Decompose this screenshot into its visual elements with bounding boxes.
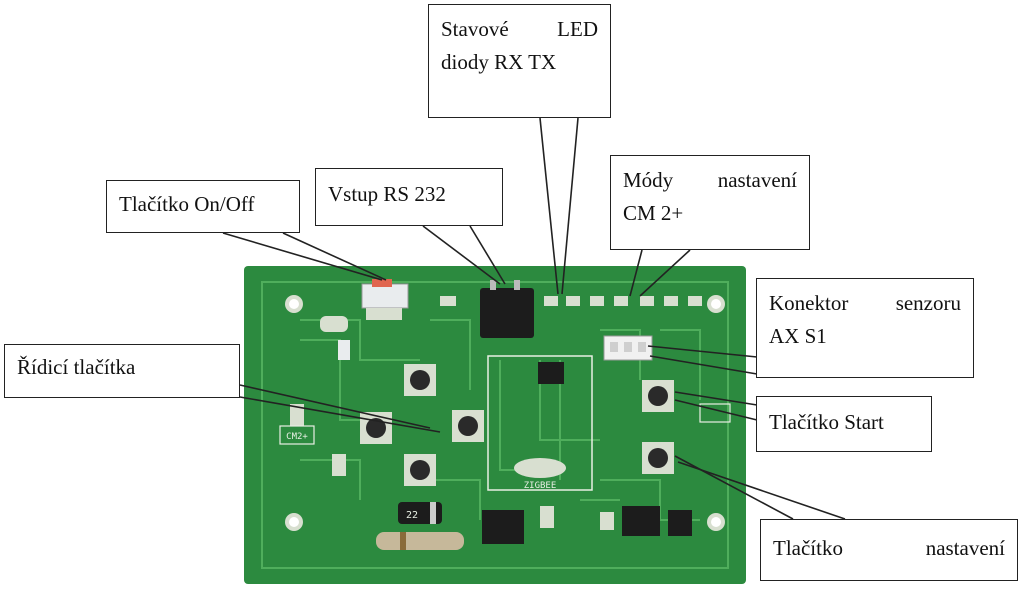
onoff-switch xyxy=(361,279,409,320)
label-setting-word2: nastavení xyxy=(925,536,1005,560)
leader-lines xyxy=(222,117,846,520)
zigbee-module: ZIGBEE xyxy=(487,355,593,491)
mounting-holes xyxy=(285,295,725,531)
label-leds-word1: Stavové xyxy=(441,17,509,41)
label-modes-word2: nastavení xyxy=(717,168,797,192)
silk-diode: 22 xyxy=(406,510,418,521)
callout-control-buttons: Řídicí tlačítka xyxy=(4,344,240,398)
label-leds-line2: diody RX TX xyxy=(441,49,557,74)
silk-zigbee: ZIGBEE xyxy=(524,481,557,491)
setting-button-part xyxy=(642,442,674,474)
led-pads-row xyxy=(440,296,702,306)
callout-setting: Tlačítko nastavení xyxy=(760,519,1018,581)
silk-cm2: CM2+ xyxy=(286,432,308,442)
callout-modes: Módy nastavení CM 2+ xyxy=(610,155,810,250)
label-control: Řídicí tlačítka xyxy=(17,355,136,379)
start-button-part xyxy=(642,380,674,412)
label-start: Tlačítko Start xyxy=(769,410,884,434)
label-sensor-word1: Konektor xyxy=(769,291,849,315)
callout-rs232: Vstup RS 232 xyxy=(315,168,503,226)
label-modes-word1: Módy xyxy=(623,168,674,192)
label-rs232: Vstup RS 232 xyxy=(328,182,446,206)
label-modes-line2: CM 2+ xyxy=(623,200,684,225)
control-buttons xyxy=(360,364,484,486)
label-sensor-word2: senzoru xyxy=(895,291,961,315)
label-setting-word1: Tlačítko xyxy=(773,536,843,560)
callout-onoff: Tlačítko On/Off xyxy=(106,180,300,233)
diode: 22 xyxy=(376,502,464,550)
callout-status-leds: Stavové LED diody RX TX xyxy=(428,4,611,118)
callout-start: Tlačítko Start xyxy=(756,396,932,452)
rs232-connector xyxy=(480,280,534,338)
label-onoff: Tlačítko On/Off xyxy=(119,192,255,216)
label-leds-word2: LED xyxy=(557,17,598,41)
label-sensor-line2: AX S1 xyxy=(769,323,827,348)
sensor-connector xyxy=(603,335,653,361)
callout-sensor: Konektor senzoru AX S1 xyxy=(756,278,974,378)
misc-components: CM2+ xyxy=(279,316,731,544)
